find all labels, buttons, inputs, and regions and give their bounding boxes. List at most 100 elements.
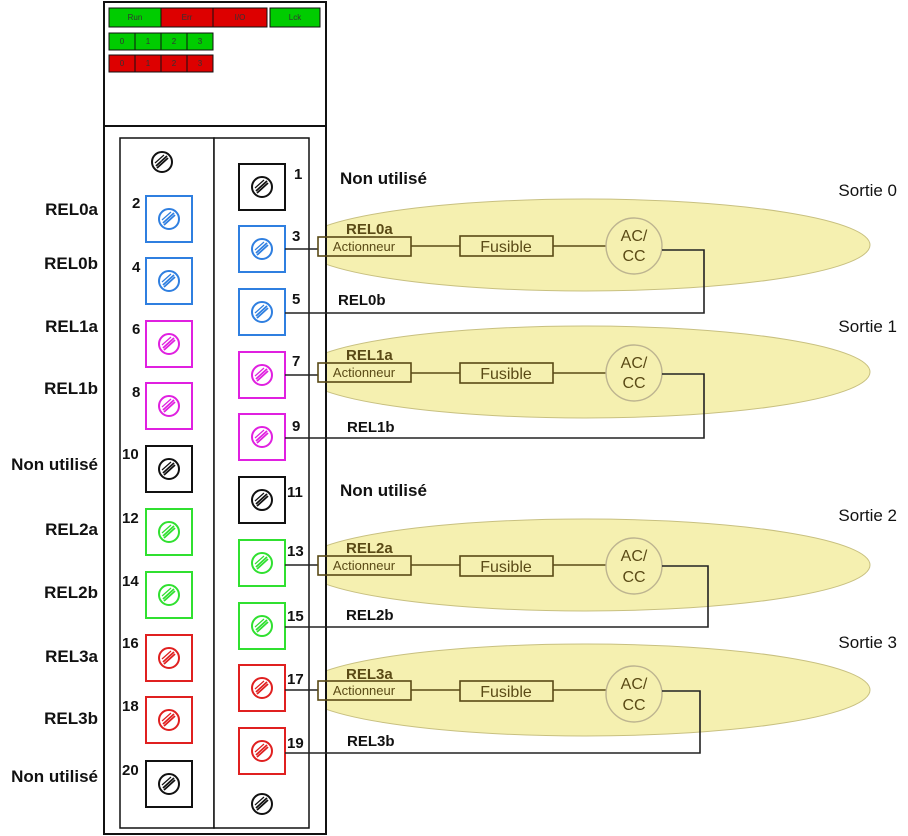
terminal-6-screw-icon bbox=[158, 333, 180, 355]
channel-leds-green: 0 1 2 3 bbox=[108, 32, 214, 51]
terminal-5-screw-icon bbox=[251, 301, 273, 323]
supply-label-0b: CC bbox=[622, 248, 645, 265]
terminal-number: 16 bbox=[122, 635, 139, 652]
terminal-13-screw-icon bbox=[251, 552, 273, 574]
terminal-number: 5 bbox=[292, 291, 300, 308]
terminal-1-screw-icon bbox=[251, 176, 273, 198]
bottom-screw-icon bbox=[251, 793, 273, 815]
supply-label-1b: CC bbox=[622, 375, 645, 392]
output-title-2: Sortie 2 bbox=[838, 506, 897, 525]
supply-label-2b: CC bbox=[622, 569, 645, 586]
right-terminals bbox=[238, 163, 286, 775]
terminal-number: 12 bbox=[122, 510, 139, 527]
terminal-number: 14 bbox=[122, 573, 139, 590]
terminal-7-screw-icon bbox=[251, 364, 273, 386]
terminal-17-screw-icon bbox=[251, 677, 273, 699]
output-3-rel-b: REL3b bbox=[347, 733, 395, 750]
supply-circle-0 bbox=[605, 217, 663, 275]
supply-label-3a: AC/ bbox=[621, 676, 648, 693]
terminal-2-screw-icon bbox=[158, 208, 180, 230]
led-err-label: Err bbox=[182, 13, 193, 22]
left-label-rel3b: REL3b bbox=[44, 709, 98, 728]
output-zones bbox=[299, 198, 871, 737]
output-title-0: Sortie 0 bbox=[838, 181, 897, 200]
led-lck bbox=[269, 7, 321, 28]
terminal-number: 8 bbox=[132, 384, 140, 401]
terminal-number: 20 bbox=[122, 762, 139, 779]
output-1-rel-b: REL1b bbox=[347, 419, 395, 436]
terminal-number: 15 bbox=[287, 608, 304, 625]
supply-label-2a: AC/ bbox=[621, 548, 648, 565]
terminal-11-screw-icon bbox=[251, 489, 273, 511]
terminal-3-screw-icon bbox=[251, 238, 273, 260]
right-label-unused-1: Non utilisé bbox=[340, 169, 427, 188]
actuator-label-1: Actionneur bbox=[333, 365, 396, 380]
output-2-rel-b: REL2b bbox=[346, 607, 394, 624]
led-io bbox=[212, 7, 268, 28]
supply-label-1a: AC/ bbox=[621, 355, 648, 372]
led-lck-label: Lck bbox=[289, 13, 302, 22]
right-label-unused-11: Non utilisé bbox=[340, 481, 427, 500]
actuator-label-3: Actionneur bbox=[333, 683, 396, 698]
fuse-box-2 bbox=[459, 555, 554, 577]
status-leds: Run Err I/O Lck bbox=[108, 7, 321, 28]
terminal-20-screw-icon bbox=[158, 773, 180, 795]
actuator-label-2: Actionneur bbox=[333, 558, 396, 573]
terminal-9-screw-icon bbox=[251, 426, 273, 448]
terminal-number: 4 bbox=[132, 259, 141, 276]
left-label-unused-20: Non utilisé bbox=[11, 767, 98, 786]
terminal-number: 3 bbox=[292, 228, 300, 245]
terminal-18 bbox=[145, 696, 193, 744]
terminal-12-screw-icon bbox=[158, 521, 180, 543]
module-head: Run Err I/O Lck 0 1 2 3 0 1 2 3 bbox=[103, 1, 327, 127]
fuse-label-1: Fusible bbox=[480, 366, 532, 383]
output-title-1: Sortie 1 bbox=[838, 317, 897, 336]
terminal-18-screw-icon bbox=[158, 709, 180, 731]
left-label-unused-10: Non utilisé bbox=[11, 455, 98, 474]
left-terminals bbox=[145, 195, 193, 808]
terminal-number: 7 bbox=[292, 353, 300, 370]
output-3-rel-a: REL3a bbox=[346, 666, 393, 683]
fuse-label-2: Fusible bbox=[480, 559, 532, 576]
left-label-rel0a: REL0a bbox=[45, 200, 98, 219]
terminal-15-screw-icon bbox=[251, 615, 273, 637]
supply-label-0a: AC/ bbox=[621, 228, 648, 245]
terminal-8-screw-icon bbox=[158, 395, 180, 417]
terminal-16-screw-icon bbox=[158, 647, 180, 669]
red-led-3: 3 bbox=[198, 59, 203, 68]
green-led-2: 2 bbox=[172, 37, 177, 46]
top-screw-icon bbox=[151, 151, 173, 173]
red-led-0: 0 bbox=[120, 59, 125, 68]
output-circuit-2: Sortie 2 REL2a Actionneur Fusible AC/ CC… bbox=[285, 506, 897, 628]
left-label-rel0b: REL0b bbox=[44, 254, 98, 273]
led-run-label: Run bbox=[128, 13, 143, 22]
terminal-numbers: 1 2 3 4 5 6 7 8 9 10 11 12 13 14 15 16 1… bbox=[122, 166, 304, 779]
left-label-rel1a: REL1a bbox=[45, 317, 98, 336]
output-2-rel-a: REL2a bbox=[346, 540, 393, 557]
fuse-box-3 bbox=[459, 680, 554, 702]
green-led-0: 0 bbox=[120, 37, 125, 46]
terminal-7 bbox=[238, 351, 286, 399]
terminal-number: 1 bbox=[294, 166, 302, 183]
terminal-number: 9 bbox=[292, 418, 300, 435]
green-led-3: 3 bbox=[198, 37, 203, 46]
left-label-rel2a: REL2a bbox=[45, 520, 98, 539]
output-circuit-0: Sortie 0 REL0a Actionneur Fusible AC/ CC… bbox=[285, 181, 897, 314]
terminal-4-screw-icon bbox=[158, 270, 180, 292]
red-led-2: 2 bbox=[172, 59, 177, 68]
terminal-number: 13 bbox=[287, 543, 304, 560]
red-led-1: 1 bbox=[146, 59, 151, 68]
terminal-number: 11 bbox=[287, 484, 303, 501]
supply-circle-3 bbox=[605, 665, 663, 723]
terminal-number: 6 bbox=[132, 321, 140, 338]
left-label-rel2b: REL2b bbox=[44, 583, 98, 602]
supply-circle-1 bbox=[605, 344, 663, 402]
terminal-number: 2 bbox=[132, 195, 140, 212]
left-label-rel3a: REL3a bbox=[45, 647, 98, 666]
output-title-3: Sortie 3 bbox=[838, 633, 897, 652]
output-0-rel-b: REL0b bbox=[338, 292, 386, 309]
fuse-label-0: Fusible bbox=[480, 239, 532, 256]
terminal-5 bbox=[238, 288, 286, 336]
terminal-14-screw-icon bbox=[158, 584, 180, 606]
